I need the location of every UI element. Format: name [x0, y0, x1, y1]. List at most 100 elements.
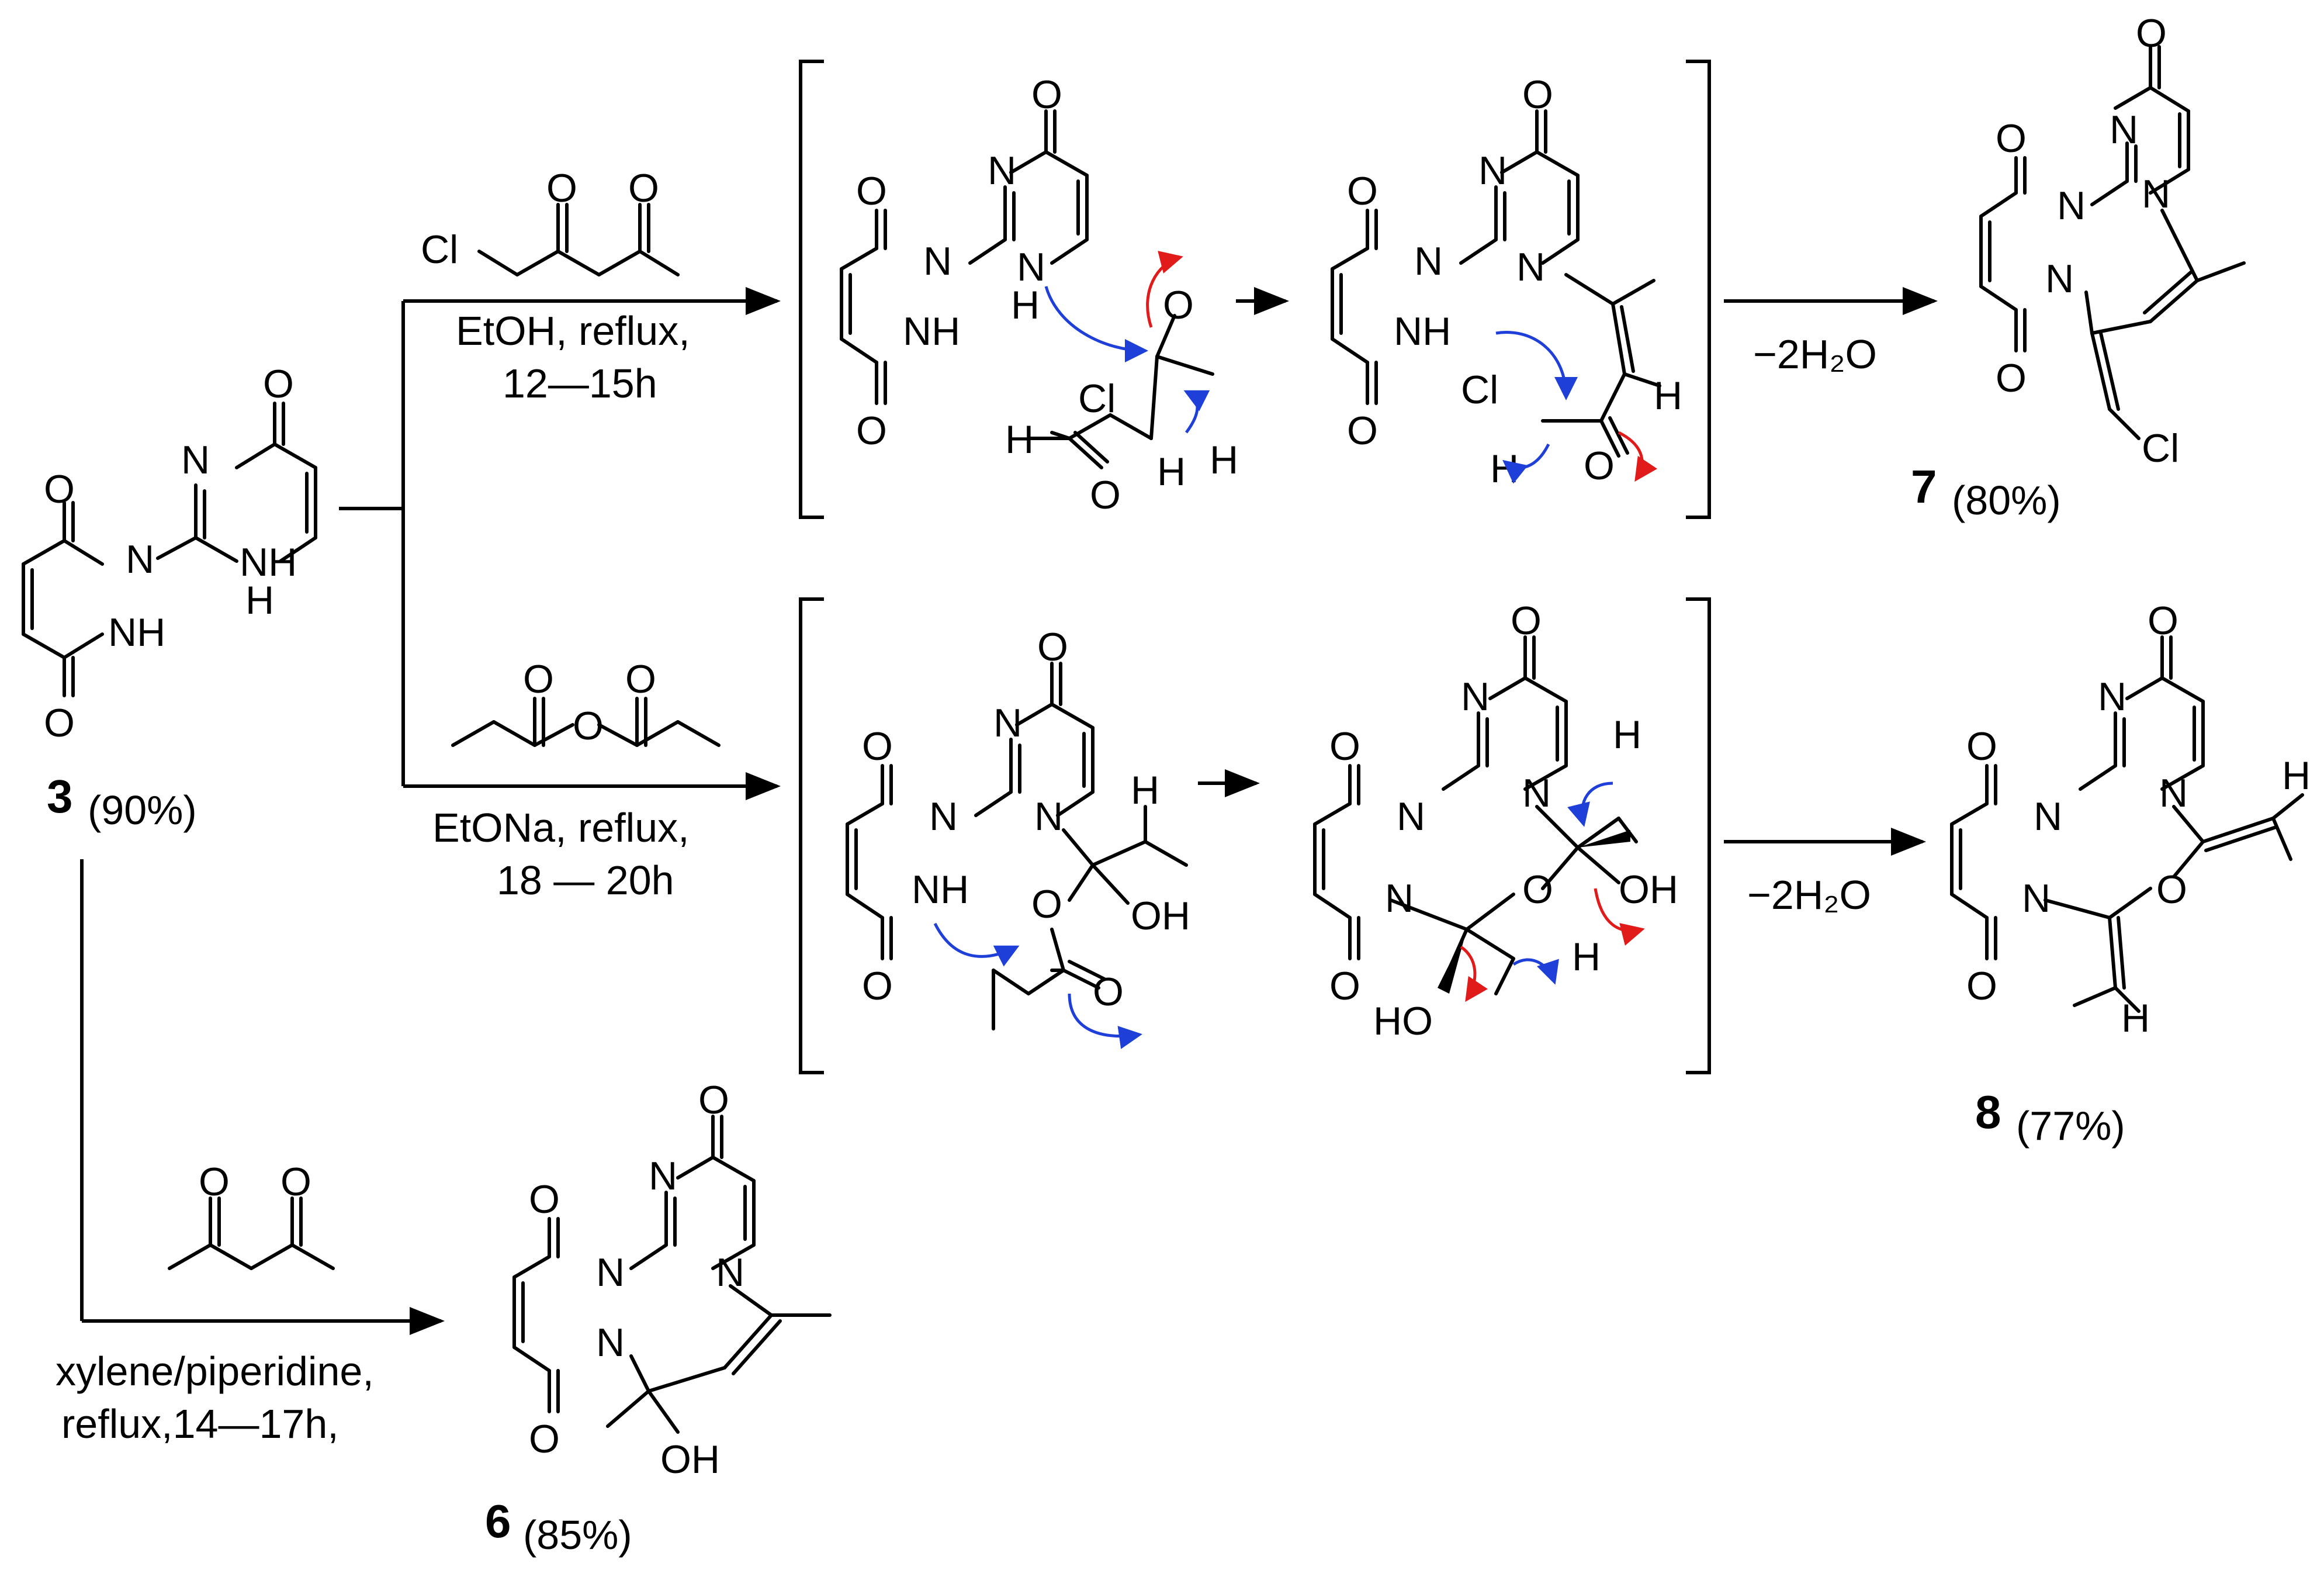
atom-o: O — [1031, 882, 1062, 926]
branch-connectors — [80, 287, 781, 1335]
atom-o: O — [523, 657, 554, 701]
atom-o: O — [529, 1417, 560, 1461]
top-right-bracket — [1686, 60, 1711, 519]
atom-h: H — [245, 578, 274, 622]
compound-6-yield: (85%) — [523, 1512, 632, 1558]
atom-o: O — [1037, 625, 1068, 669]
atom-n: N — [1385, 876, 1414, 921]
atom-n: N — [1478, 148, 1507, 193]
atom-o: O — [263, 362, 294, 406]
atom-o: O — [1511, 599, 1542, 643]
atom-o: O — [1996, 116, 2027, 161]
atom-oh: OH — [1131, 894, 1190, 938]
middle-intermediate-2: O O N N N N O H O OH H HO — [1313, 599, 1678, 1043]
atom-o: O — [1031, 72, 1062, 117]
atom-o: O — [529, 1177, 560, 1222]
atom-o: O — [2136, 11, 2167, 56]
atom-n: N — [596, 1320, 625, 1365]
atom-h: H — [1572, 935, 1601, 979]
reagent-chloroacetylacetone: Cl O O — [421, 166, 680, 276]
atom-h: H — [1613, 713, 1641, 757]
compound-7-number: 7 — [1911, 461, 1937, 513]
atom-n: N — [596, 1250, 625, 1295]
middle-condition-line2: 18 — 20h — [497, 857, 674, 903]
atom-cl: Cl — [2142, 426, 2179, 471]
atom-o: O — [856, 409, 887, 453]
atom-o: O — [862, 964, 893, 1008]
atom-o: O — [1329, 724, 1360, 769]
compound-6-structure: O O N N N N O OH — [512, 1078, 832, 1482]
top-condition-line1: EtOH, reflux, — [456, 308, 690, 354]
top-condition-line2: 12—15h — [503, 361, 657, 406]
atom-n: N — [923, 239, 952, 283]
atom-h: H — [1011, 283, 1040, 327]
atom-n: N — [2045, 257, 2074, 301]
middle-left-bracket — [799, 597, 824, 1074]
atom-o: O — [628, 166, 659, 210]
atom-n: N — [2057, 184, 2086, 228]
compound-3-number: 3 — [47, 770, 73, 822]
atom-nh: NH — [912, 867, 969, 912]
atom-o: O — [1522, 72, 1553, 117]
atom-o: O — [546, 166, 577, 210]
atom-cl: Cl — [1461, 368, 1498, 412]
compound-7-yield: (80%) — [1952, 478, 2061, 523]
atom-n: N — [2098, 675, 2126, 719]
atom-h: H — [1210, 438, 1238, 482]
atom-h: H — [1654, 374, 1682, 418]
atom-nh: NH — [903, 309, 960, 354]
atom-n: N — [2022, 876, 2051, 921]
atom-n: N — [649, 1154, 677, 1198]
atom-n: N — [2110, 108, 2138, 152]
atom-o: O — [44, 701, 75, 745]
atom-cl: Cl — [1078, 376, 1116, 421]
atom-o: O — [1163, 283, 1194, 327]
atom-o: O — [625, 657, 656, 701]
atom-nh: NH — [1394, 309, 1451, 354]
atom-n: N — [993, 701, 1022, 745]
atom-o: O — [1347, 409, 1378, 453]
atom-o: O — [698, 1078, 729, 1122]
atom-h: H — [1490, 447, 1519, 491]
atom-o: O — [1584, 444, 1615, 488]
atom-o: O — [280, 1160, 311, 1204]
top-elimination: −2H₂O — [1753, 331, 1877, 377]
atom-ho: HO — [1373, 999, 1433, 1043]
atom-n: N — [1017, 245, 1045, 289]
compound-8-yield: (77%) — [2016, 1103, 2125, 1149]
atom-n: N — [2142, 172, 2170, 216]
atom-o: O — [1966, 724, 1997, 769]
atom-o: O — [1093, 970, 1124, 1014]
atom-o: O — [1347, 169, 1378, 213]
atom-o: O — [862, 724, 893, 769]
compound-3-structure: O O N NH N NH H O — [22, 362, 317, 745]
compound-3-yield: (90%) — [88, 787, 197, 833]
atom-o: O — [1996, 356, 2027, 400]
atom-o: O — [199, 1160, 230, 1204]
atom-o: O — [1966, 964, 1997, 1008]
atom-nh: NH — [240, 540, 297, 585]
atom-n: N — [1522, 771, 1551, 815]
top-left-bracket — [799, 60, 824, 519]
compound-7-structure: O O N N N N O Cl — [1979, 11, 2246, 471]
atom-nh: NH — [108, 610, 165, 655]
atom-n: N — [1397, 794, 1425, 839]
atom-cl: Cl — [421, 227, 458, 272]
atom-o: O — [573, 704, 604, 748]
atom-n: N — [716, 1250, 744, 1295]
bottom-condition-line1: xylene/piperidine, — [56, 1348, 374, 1394]
middle-right-bracket — [1686, 597, 1711, 1074]
atom-h: H — [1157, 449, 1186, 494]
atom-oh: OH — [1619, 867, 1678, 912]
top-intermediate-1: O O N NH N N H O O Cl H O H H — [840, 72, 1238, 517]
atom-o: O — [2156, 867, 2187, 912]
reagent-propionic-anhydride: O O O — [451, 657, 721, 748]
middle-intermediate-1: O O N NH N N O H OH O O — [846, 625, 1190, 1049]
compound-8-structure: O O N N N N O O H H — [1950, 599, 2311, 1040]
compound-8-number: 8 — [1975, 1086, 2001, 1138]
atom-o: O — [856, 169, 887, 213]
atom-n: N — [988, 148, 1016, 193]
bottom-condition-line2: reflux,14—17h, — [61, 1401, 339, 1447]
top-intermediate-2: O O N NH N N O H Cl H O — [1331, 72, 1682, 491]
